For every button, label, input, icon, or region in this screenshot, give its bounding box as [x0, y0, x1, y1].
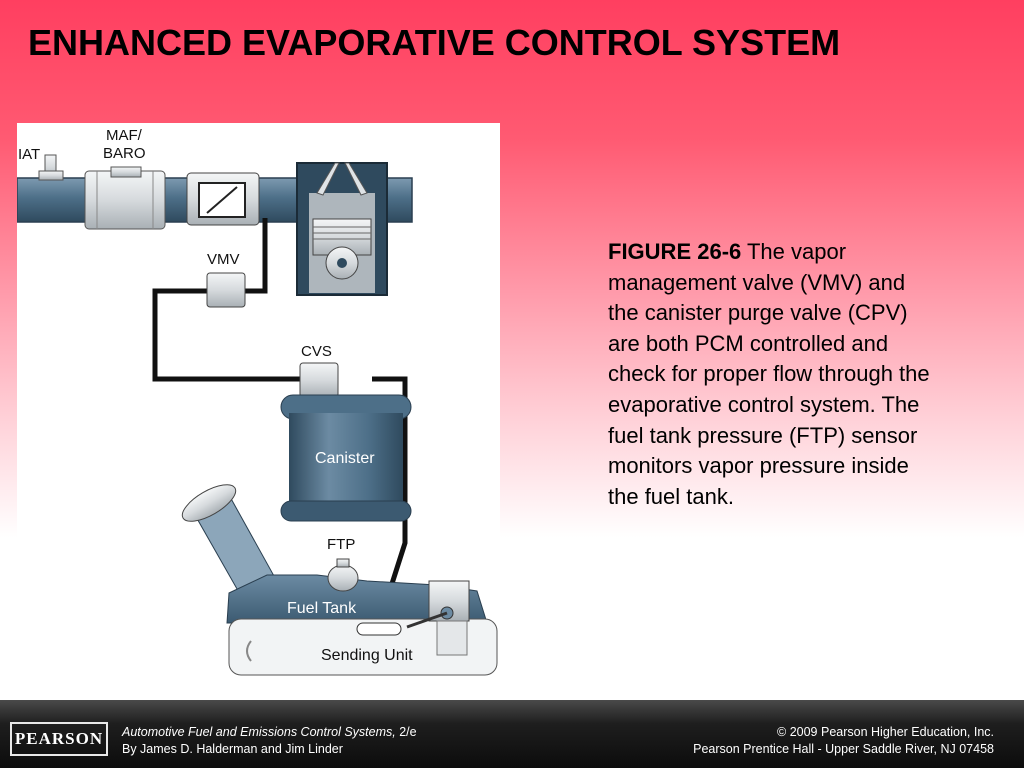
footer-copyright-info: © 2009 Pearson Higher Education, Inc. Pe…	[693, 724, 994, 758]
cvs-valve	[299, 362, 339, 398]
canister	[280, 394, 412, 522]
vacuum-lines	[152, 218, 408, 594]
iat-sensor	[38, 154, 64, 181]
sending-unit	[356, 580, 470, 656]
sending-unit-label: Sending Unit	[321, 647, 413, 664]
maf-label-line1: MAF/	[106, 127, 143, 144]
pearson-logo: PEARSON	[10, 722, 108, 756]
figure-caption: FIGURE 26-6 The vapor management valve (…	[608, 237, 938, 512]
maf-label-line2: BARO	[103, 145, 146, 162]
figure-number: FIGURE 26-6	[608, 239, 742, 264]
vmv-label: VMV	[207, 251, 240, 268]
book-authors: By James D. Halderman and Jim Linder	[122, 742, 343, 756]
iat-label: IAT	[18, 146, 40, 163]
diagram-svg: IAT MAF/ BARO VMV CVS Canister FTP Fuel …	[17, 127, 498, 676]
publisher-text: Pearson Prentice Hall - Upper Saddle Riv…	[693, 742, 994, 756]
ftp-label: FTP	[327, 536, 355, 553]
ftp-sensor	[327, 558, 359, 592]
throttle-body	[186, 172, 260, 226]
fuel-tank-label: Fuel Tank	[287, 600, 357, 617]
evap-system-diagram: IAT MAF/ BARO VMV CVS Canister FTP Fuel …	[17, 123, 500, 678]
slide-title: ENHANCED EVAPORATIVE CONTROL SYSTEM	[28, 22, 841, 63]
caption-text: The vapor management valve (VMV) and the…	[608, 239, 930, 509]
engine-cylinder	[296, 162, 388, 296]
maf-sensor	[84, 166, 166, 230]
cvs-label: CVS	[301, 343, 332, 360]
copyright-text: © 2009 Pearson Higher Education, Inc.	[777, 725, 994, 739]
footer-bar: PEARSON Automotive Fuel and Emissions Co…	[0, 700, 1024, 768]
footer-book-info: Automotive Fuel and Emissions Control Sy…	[122, 724, 417, 758]
filler-neck	[181, 484, 280, 604]
canister-label: Canister	[315, 450, 375, 467]
fuel-tank	[226, 574, 498, 676]
book-edition: 2/e	[395, 725, 417, 739]
book-title: Automotive Fuel and Emissions Control Sy…	[122, 725, 396, 739]
vmv-valve	[206, 272, 246, 308]
